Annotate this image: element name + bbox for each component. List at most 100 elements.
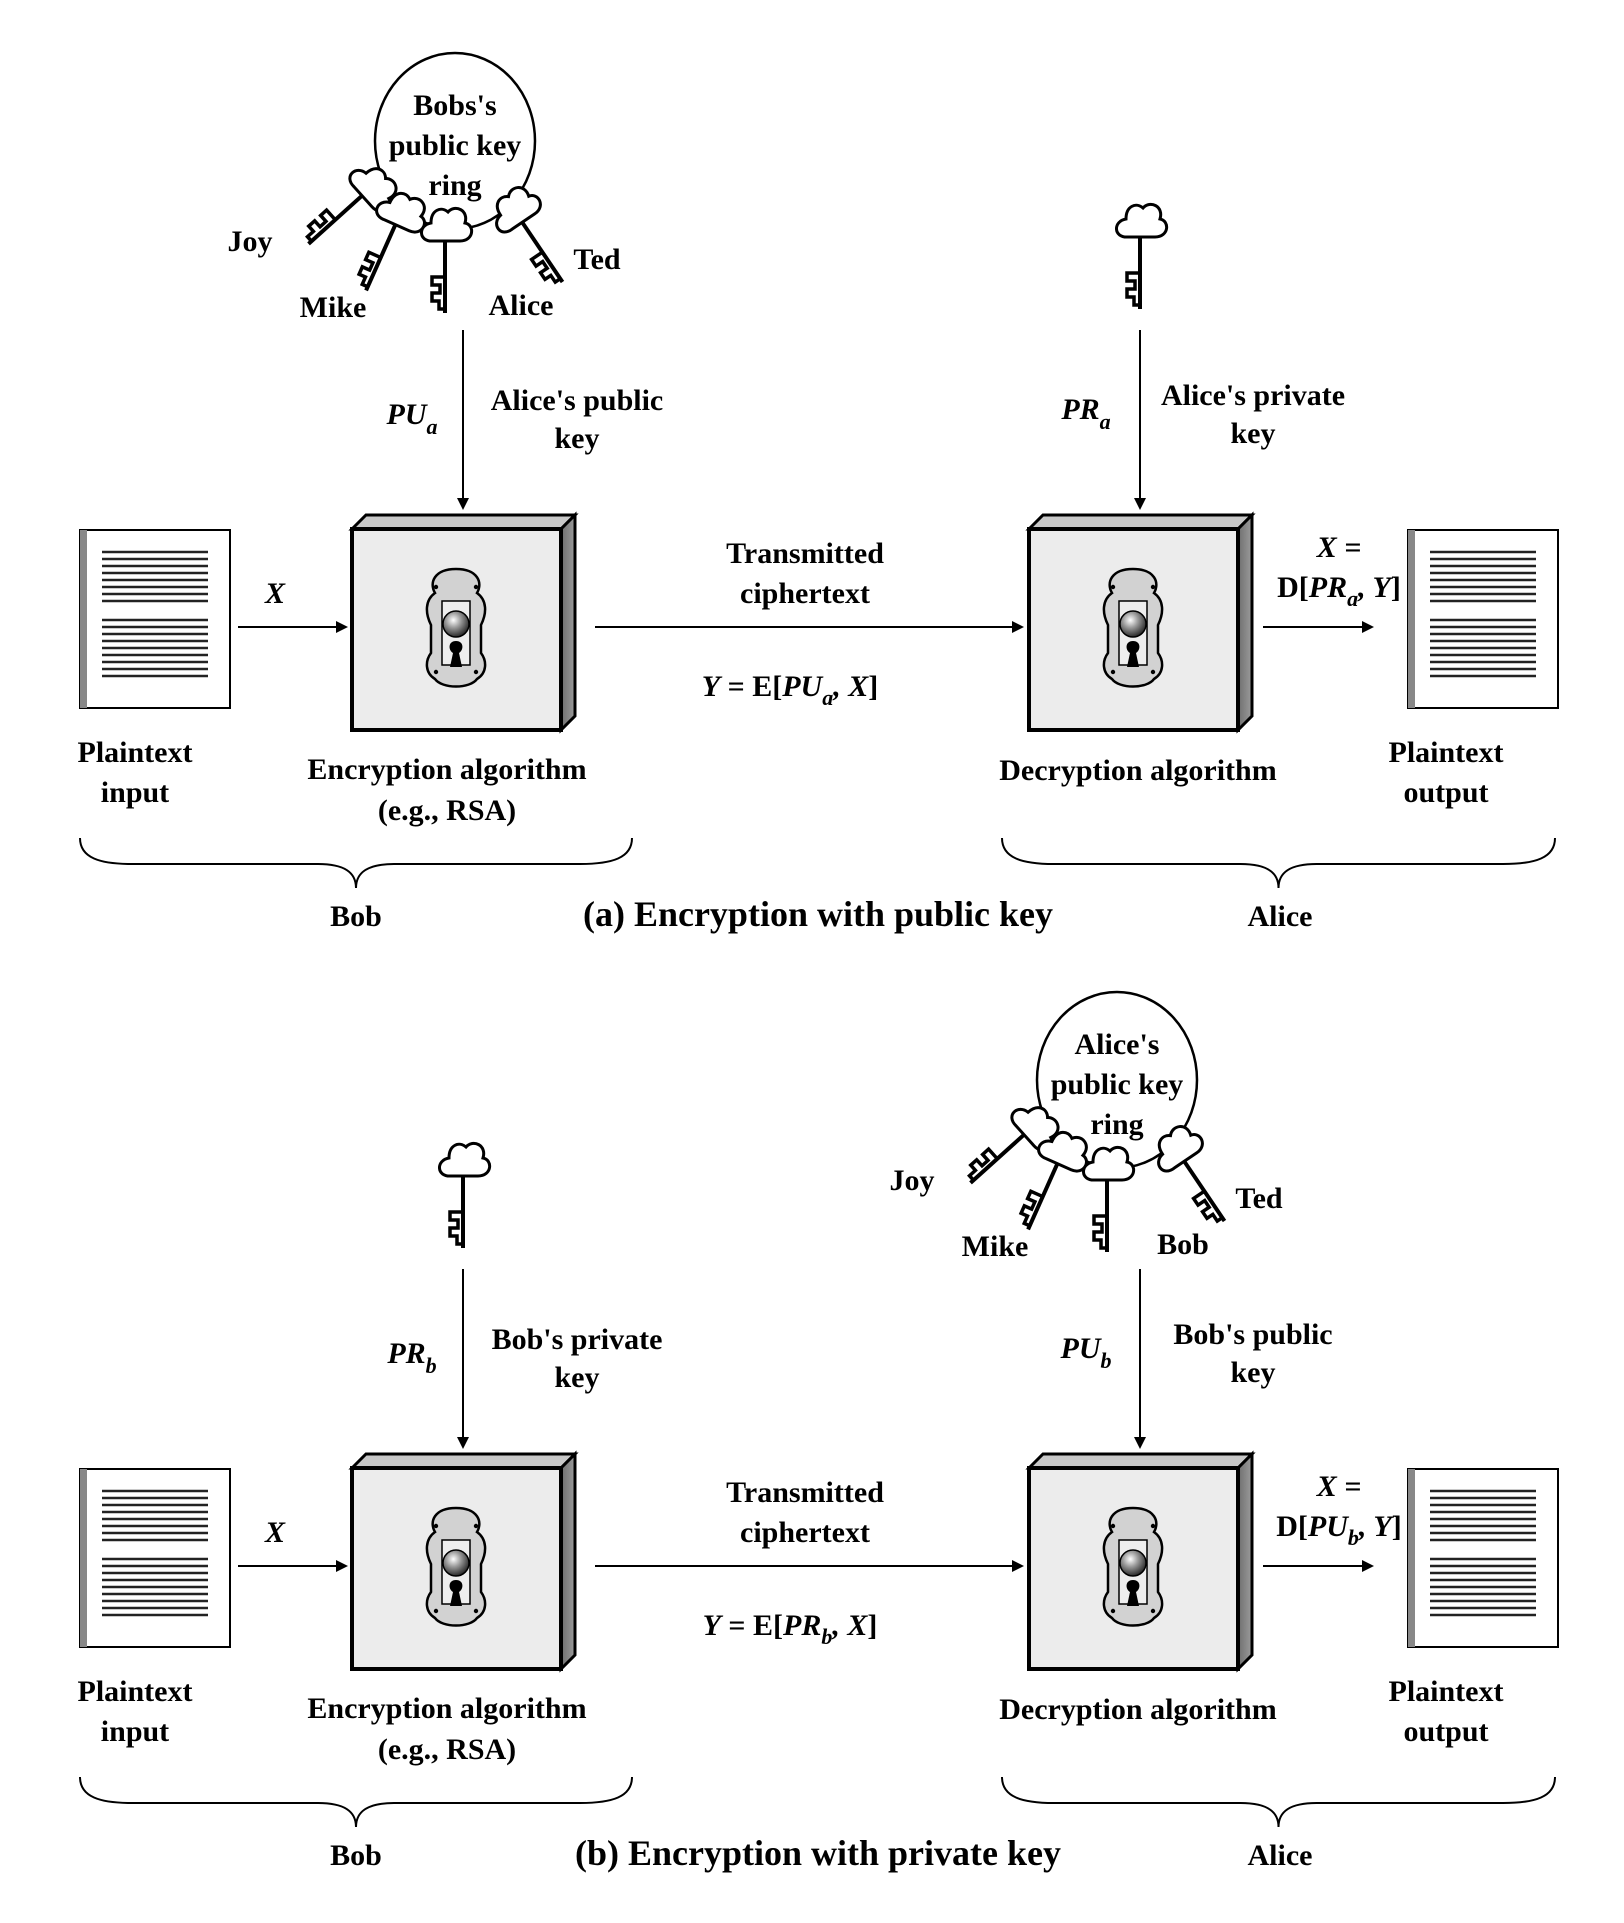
encryption-key-description: Alice's public (491, 384, 664, 417)
keyhole-screw (433, 1523, 439, 1529)
key-bit (356, 249, 382, 289)
keyhole-screw (1150, 584, 1156, 590)
formula-arguments: , X (832, 670, 869, 703)
formula-key-subscript: b (821, 1624, 832, 1649)
document-edge-shadow (1408, 1469, 1415, 1647)
encryption-key-description: Bob's private (492, 1323, 663, 1356)
decryption-key-symbol: PRa (1060, 393, 1110, 434)
box-top-face (1025, 1452, 1256, 1470)
decryption-key-symbol: PUb (1060, 1332, 1112, 1373)
key-symbol-main: PR (1060, 393, 1099, 426)
key-shaft (307, 194, 364, 246)
formula-key: PR (782, 1609, 821, 1642)
plaintext-input-label: input (101, 776, 169, 809)
formula-function: = E[ (721, 1609, 783, 1642)
key-bit (1018, 1188, 1044, 1228)
formula-arguments: , X (831, 1609, 868, 1642)
formula-key: PU (781, 670, 823, 703)
alice-brace (1001, 837, 1556, 889)
bob-brace (79, 837, 633, 889)
decryption-algorithm-label: Decryption algorithm (999, 754, 1276, 787)
key-name-ted: Ted (1235, 1182, 1283, 1215)
box-top-face (348, 513, 579, 531)
ted-key-icon (495, 186, 565, 285)
key-ring-title: public key (1051, 1068, 1184, 1101)
key-symbol-subscript: b (426, 1353, 437, 1378)
key-name-mike: Mike (962, 1230, 1029, 1263)
keyhole-slot (1126, 1580, 1140, 1606)
bob-brace (79, 1776, 633, 1828)
encryption-key-symbol: PRb (386, 1337, 436, 1378)
keyhole-screw (473, 669, 479, 675)
decryption-key-description: Alice's private (1161, 379, 1345, 412)
plaintext-output-label: output (1403, 776, 1488, 809)
output-formula-key-subscript: a (1347, 586, 1358, 611)
key-ring-title: ring (1090, 1108, 1143, 1141)
plaintext-input-label: Plaintext (78, 736, 193, 769)
keyhole-slot (449, 641, 463, 667)
formula-lhs: Y (703, 1609, 724, 1642)
key-ring-title: ring (428, 169, 481, 202)
key-bit (967, 1146, 999, 1182)
keyhole-screw (1150, 1523, 1156, 1529)
key-symbol-subscript: a (1100, 409, 1111, 434)
keyhole-slot (1126, 641, 1140, 667)
transmitted-ciphertext-label: Transmitted (726, 1476, 884, 1509)
decryption-key-description: key (1231, 1356, 1276, 1389)
plaintext-output-label: Plaintext (1389, 736, 1504, 769)
encryption-key-description: key (555, 1361, 600, 1394)
key-name-joy: Joy (228, 225, 273, 258)
encryption-algorithm-label: Encryption algorithm (307, 753, 586, 786)
output-formula-key: PU (1307, 1510, 1349, 1543)
ciphertext-formula: Y = E[PRb, X] (703, 1609, 878, 1649)
left-party-label: Bob (330, 900, 382, 933)
keyhole-icon (425, 567, 487, 688)
key-bit (1125, 271, 1140, 307)
encryption-algorithm-box (348, 1450, 579, 1673)
encryption-algorithm-label: Encryption algorithm (307, 1692, 586, 1725)
plaintext-output-document (1407, 1468, 1559, 1648)
key-name-selected: Alice (489, 289, 554, 322)
decryption-algorithm-box (1025, 511, 1256, 734)
single-key-icon (1115, 203, 1169, 309)
single-key-icon (438, 1142, 492, 1248)
output-formula-function: D[ (1277, 571, 1309, 604)
keyhole-knob (1119, 1549, 1147, 1577)
encryption-algorithm-box (348, 511, 579, 734)
formula-lhs: Y (702, 670, 723, 703)
output-formula-key: PR (1308, 571, 1347, 604)
mike-key-icon (1018, 1130, 1088, 1231)
plaintext-input-document (79, 1468, 231, 1648)
joy-key-icon (967, 1106, 1060, 1185)
keyhole-screw (1150, 1608, 1156, 1614)
keyhole-slot (449, 1580, 463, 1606)
document-text-lines (102, 550, 208, 678)
transmitted-ciphertext-label: ciphertext (740, 577, 870, 610)
output-formula-line2: D[PRa, Y] (1277, 571, 1401, 611)
keyhole-icon (1102, 1506, 1164, 1627)
key-bit (1092, 1214, 1107, 1250)
formula-function: = E[ (720, 670, 782, 703)
keyhole-screw (433, 584, 439, 590)
transmitted-ciphertext-label: ciphertext (740, 1516, 870, 1549)
input-arrow-label: X (264, 1516, 286, 1549)
box-side-face (559, 1450, 577, 1673)
formula-close: ] (868, 670, 878, 703)
key-bit (305, 207, 337, 243)
keyhole-icon (1102, 567, 1164, 688)
keyhole-screw (473, 1523, 479, 1529)
output-formula-arguments: , Y (1357, 571, 1393, 604)
keyhole-screw (1110, 1523, 1116, 1529)
formula-key-subscript: a (822, 685, 833, 710)
transmitted-ciphertext-label: Transmitted (726, 537, 884, 570)
keyhole-icon (425, 1506, 487, 1627)
right-party-label: Alice (1248, 1839, 1313, 1872)
key-bow (438, 1142, 492, 1178)
key-bow (1115, 203, 1169, 239)
keyhole-knob (442, 610, 470, 638)
document-text-lines (102, 1489, 208, 1617)
key-shaft (1026, 1162, 1060, 1231)
